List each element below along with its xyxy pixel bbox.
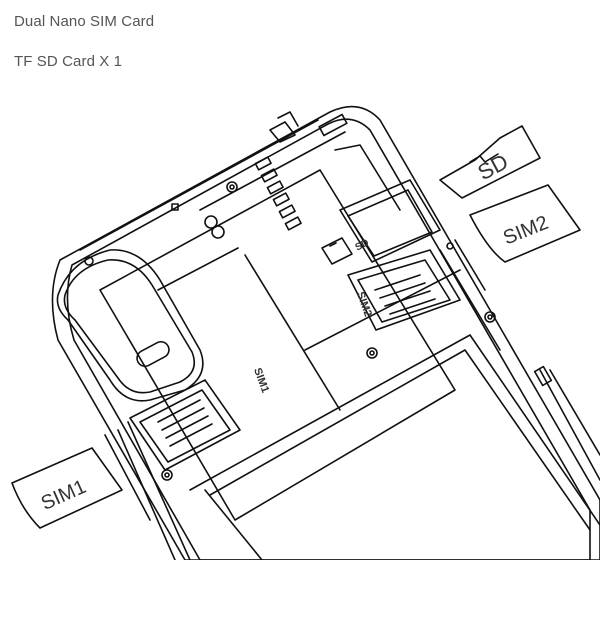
spec-line-tf-card: TF SD Card X 1: [14, 53, 123, 70]
side-button: [533, 365, 553, 387]
screw-hole: [229, 184, 235, 190]
tray-frame: [117, 429, 176, 560]
screw-hole: [487, 314, 493, 320]
sd-card: [439, 125, 541, 199]
screw-hole: [446, 242, 454, 250]
contact-pad: [272, 192, 290, 207]
antenna-line: [334, 144, 401, 211]
side-edge: [539, 369, 600, 481]
screw-hole: [161, 469, 173, 481]
sim2-card-label: SIM2: [500, 212, 552, 250]
tray-frame: [127, 421, 191, 560]
battery-top-edge: [304, 269, 461, 351]
screw-hole: [84, 256, 94, 266]
screw-hole: [366, 347, 378, 359]
sensor-circle: [204, 215, 218, 229]
antenna-line: [79, 119, 319, 251]
top-slot: [318, 113, 348, 137]
spec-line-dual-sim: Dual Nano SIM Card: [14, 13, 155, 30]
top-button: [269, 121, 296, 143]
sim-card-symbol-icon: [321, 237, 353, 265]
tray-rail: [439, 249, 501, 351]
screw-hole: [369, 350, 375, 356]
battery-outline: [204, 489, 263, 560]
sd-card-label: SD: [474, 149, 513, 185]
sd-card-notch: [469, 153, 499, 163]
side-edge: [549, 369, 600, 456]
sim1-tray: [129, 379, 241, 471]
sim2-tray-inner: [357, 259, 451, 323]
contact-pad: [254, 156, 272, 171]
board-divider: [244, 254, 341, 411]
sim1-tray-inner: [139, 389, 231, 463]
sim1-card: [11, 447, 123, 529]
tray-frame: [104, 434, 151, 521]
battery-outline: [189, 334, 600, 526]
sim2-card: [469, 184, 581, 263]
camera-flash: [136, 340, 170, 368]
contact-pad: [260, 168, 278, 183]
sd-tray-inner: [347, 189, 433, 257]
camera-module: [56, 249, 204, 402]
contact-pad: [266, 180, 284, 195]
phone-inner-frame: [66, 118, 591, 560]
sim2-contacts: [374, 274, 436, 315]
battery-outline: [209, 349, 591, 531]
sim2-slot-label: SIM2: [354, 290, 374, 318]
sensor-circle: [211, 225, 225, 239]
contact-pad: [284, 216, 302, 231]
small-label-box: [171, 203, 179, 211]
sim2-tray: [347, 249, 461, 331]
phone-back-diagram: SD SIM2 SIM1 SIM1 SIM2 SD: [11, 105, 600, 560]
sim1-contacts: [157, 399, 213, 447]
sd-tray: [339, 179, 441, 263]
sim1-slot-label: SIM1: [251, 366, 271, 394]
contact-pad: [278, 204, 296, 219]
phone-outer-body: [51, 105, 600, 560]
camera-lens-ring: [63, 259, 196, 394]
board-divider: [157, 247, 239, 291]
top-button-stem: [277, 111, 299, 127]
board-edge: [199, 131, 346, 211]
screw-hole: [484, 311, 496, 323]
screw-hole: [226, 181, 238, 193]
sd-slot-label: SD: [353, 237, 370, 253]
tray-rail: [454, 239, 486, 291]
screw-hole: [164, 472, 170, 478]
board-outline: [99, 169, 456, 521]
